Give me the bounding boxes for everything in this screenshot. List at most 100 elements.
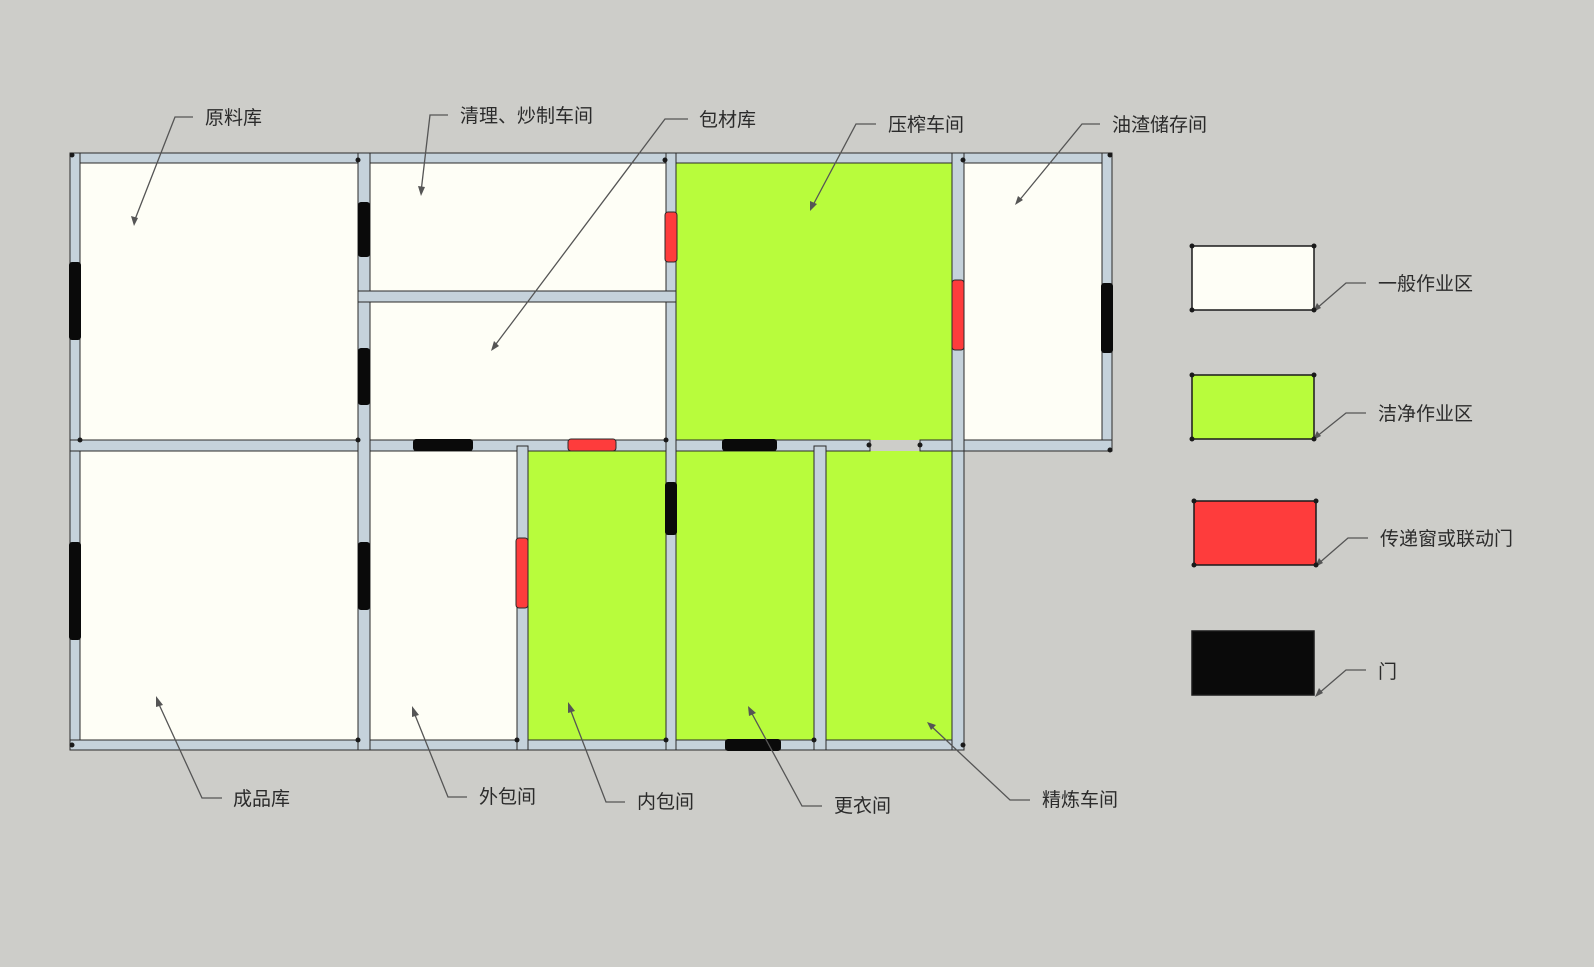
legend-label-clean-zone: 洁净作业区 <box>1378 403 1473 425</box>
legend-node <box>1189 243 1195 249</box>
room-changing-area <box>676 451 814 740</box>
wall-nodes <box>69 152 1113 748</box>
wall-node <box>1107 447 1113 453</box>
legend-node <box>1311 243 1317 249</box>
door-marker <box>69 262 81 340</box>
arrow-head <box>412 706 419 717</box>
legend: 一般作业区 洁净作业区 传递窗或联动门 门 <box>1189 243 1513 696</box>
wall-node <box>69 742 75 748</box>
wall-node <box>917 442 923 448</box>
label-finished-product: 成品库 <box>233 788 290 810</box>
leader-outer-packing <box>412 709 467 798</box>
arrow-head <box>568 702 575 713</box>
wall-oil-residue-bottom <box>951 439 1113 452</box>
wall-node <box>514 737 520 743</box>
label-changing-room: 更衣间 <box>834 795 891 817</box>
wall-node <box>960 742 966 748</box>
arrow-head <box>418 186 425 196</box>
arrow-head <box>491 341 499 351</box>
wall-node <box>355 437 361 443</box>
label-raw-material: 原料库 <box>205 107 262 129</box>
wall-node <box>960 157 966 163</box>
wall-node <box>866 442 872 448</box>
legend-label-general-zone: 一般作业区 <box>1378 273 1473 295</box>
label-outer-packing: 外包间 <box>479 786 536 808</box>
pass-windows <box>515 211 965 609</box>
arrow-head <box>131 216 138 226</box>
wall-v5 <box>813 445 827 751</box>
wall-node <box>355 737 361 743</box>
room-pressing-area <box>676 163 952 440</box>
arrow-head <box>748 706 756 716</box>
leader-inner-packing <box>568 705 625 803</box>
wall-node <box>355 157 361 163</box>
leader-legend-pass-window <box>1317 537 1368 565</box>
legend-label-pass-window: 传递窗或联动门 <box>1380 528 1513 550</box>
leader-cleaning-roasting <box>420 114 448 193</box>
door-marker <box>1101 283 1113 353</box>
room-finished-product-area <box>80 451 358 740</box>
wall-node <box>811 737 817 743</box>
legend-swatch-door <box>1191 630 1315 696</box>
leader-refining <box>929 724 1030 801</box>
room-raw-material-area <box>80 163 358 440</box>
arrow-head <box>1315 688 1323 697</box>
wall-v2 <box>665 152 677 751</box>
arrow-head <box>1015 196 1023 205</box>
wall-right-lower <box>951 439 965 751</box>
pass-window-marker <box>567 438 617 452</box>
arrow-head <box>810 201 817 211</box>
wall-node <box>662 157 668 163</box>
legend-node <box>1311 307 1317 313</box>
arrow-head <box>156 696 163 707</box>
legend-swatch-clean-zone <box>1191 374 1315 440</box>
leader-changing-room <box>749 709 822 807</box>
label-refining: 精炼车间 <box>1042 789 1118 811</box>
door-marker <box>665 482 677 535</box>
legend-node <box>1189 372 1195 378</box>
leader-legend-clean <box>1315 412 1366 438</box>
legend-node <box>1313 498 1319 504</box>
label-inner-packing: 内包间 <box>637 791 694 813</box>
door-marker <box>725 739 781 751</box>
label-packaging-material: 包材库 <box>699 109 756 131</box>
legend-node <box>1191 562 1197 568</box>
leader-pressing <box>811 123 876 208</box>
leader-raw-material <box>133 116 193 223</box>
wall-node <box>663 737 669 743</box>
room-refining-area <box>826 451 952 740</box>
room-inner-packing-area <box>528 451 666 740</box>
door-marker <box>358 348 370 405</box>
wall-node <box>1107 152 1113 158</box>
wall-node <box>663 437 669 443</box>
wall-node <box>77 437 83 443</box>
room-packaging-material-area <box>370 302 666 440</box>
label-cleaning-roasting: 清理、炒制车间 <box>460 105 593 127</box>
leader-legend-general <box>1315 282 1366 310</box>
door-marker <box>69 542 81 640</box>
leader-packaging-material <box>492 118 688 349</box>
leader-legend-door <box>1317 669 1366 695</box>
legend-node <box>1311 436 1317 442</box>
legend-node <box>1311 372 1317 378</box>
legend-node <box>1191 498 1197 504</box>
wall-node <box>69 152 75 158</box>
arrow-head <box>927 722 936 730</box>
wall-cleaning-divider <box>357 290 677 303</box>
pass-window-marker <box>664 211 678 263</box>
room-outer-packing-area <box>370 451 517 740</box>
legend-label-door: 门 <box>1378 661 1397 683</box>
legend-node <box>1313 562 1319 568</box>
room-labels: 原料库 清理、炒制车间 包材库 压榨车间 油渣储存间 成品库 外包间 内包间 更… <box>205 105 1207 817</box>
label-oil-residue: 油渣储存间 <box>1112 114 1207 136</box>
room-oil-residue-area <box>964 163 1102 440</box>
label-pressing: 压榨车间 <box>888 114 964 136</box>
legend-node <box>1189 436 1195 442</box>
pass-window-marker <box>951 279 965 351</box>
legend-swatch-general-zone <box>1191 245 1315 311</box>
door-marker <box>358 542 370 610</box>
leader-finished-product <box>156 699 222 799</box>
legend-swatch-pass-window <box>1193 500 1317 566</box>
door-marker <box>413 439 473 451</box>
legend-node <box>1189 307 1195 313</box>
